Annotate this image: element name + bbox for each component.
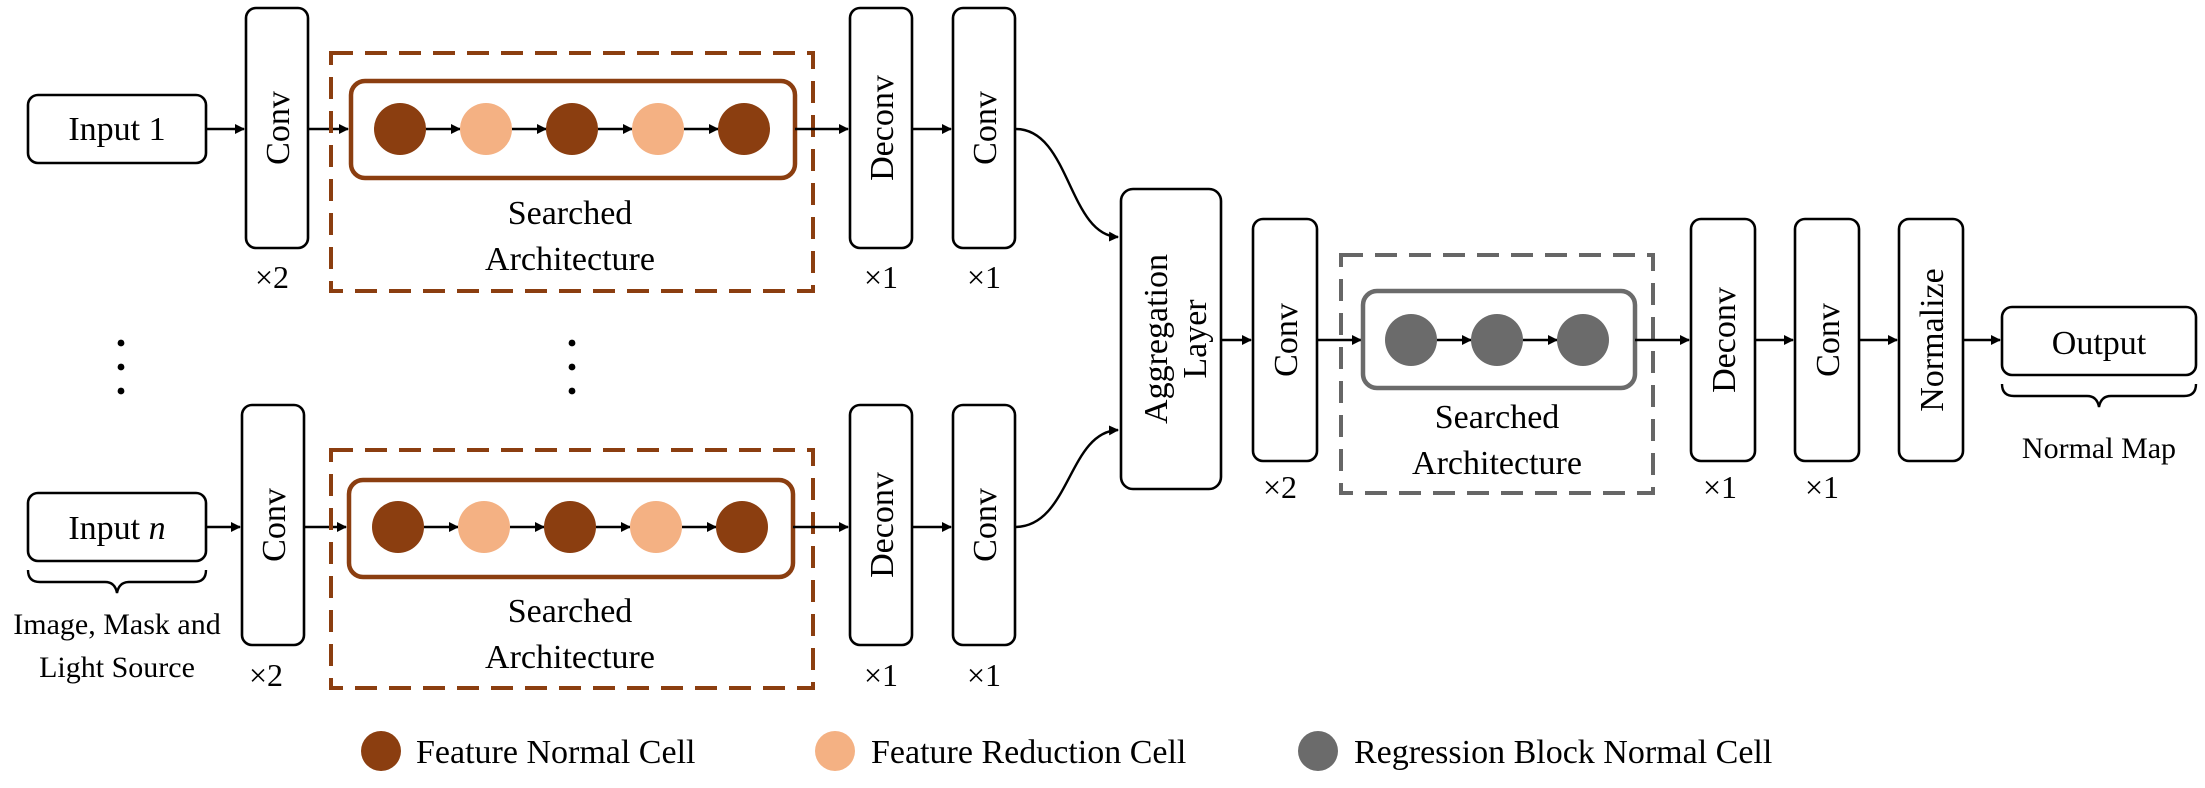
aggregation-layer-label-line1: Aggregation (1138, 254, 1175, 424)
searched-label-mid-line2: Architecture (1412, 445, 1582, 482)
cell-regression-normal (1557, 314, 1609, 366)
searched-label-top-line2: Architecture (485, 241, 655, 278)
legend-swatch-regression-normal (1298, 731, 1338, 771)
conv-bottom-1-label: Conv (256, 488, 293, 562)
bottom-branch: Input n Image, Mask and Light Source Con… (13, 403, 1119, 693)
cell-feature-reduction (460, 103, 512, 155)
input-n-label: Input n (68, 510, 165, 547)
searched-label-mid-line1: Searched (1435, 399, 1560, 436)
legend-label-feature-reduction: Feature Reduction Cell (871, 734, 1186, 771)
deconv-bottom-box (848, 403, 914, 647)
searched-label-top-line1: Searched (508, 195, 633, 232)
cell-regression-normal (1471, 314, 1523, 366)
conv-final-mult: ×1 (1805, 469, 1839, 505)
conv-bottom-2-mult: ×1 (967, 657, 1001, 693)
legend-label-feature-normal: Feature Normal Cell (416, 734, 695, 771)
top-branch: Input 1 Conv ×2 Searched Architecture De… (26, 6, 1119, 295)
deconv-bottom-mult: ×1 (864, 657, 898, 693)
cell-regression-normal (1385, 314, 1437, 366)
cell-feature-reduction (632, 103, 684, 155)
searched-inner-bottom (346, 477, 796, 580)
searched-frame-top (329, 51, 815, 293)
cell-feature-reduction (630, 501, 682, 553)
input-1-label: Input 1 (68, 111, 165, 148)
conv-bottom-2-box (951, 403, 1017, 647)
ellipsis-left (117, 339, 125, 395)
cell-feature-normal (546, 103, 598, 155)
searched-label-bottom-line2: Architecture (485, 639, 655, 676)
searched-frame-mid (1339, 253, 1655, 495)
conv-top-2-label: Conv (967, 91, 1004, 165)
edge-conv-aggregation-top (1014, 127, 1119, 242)
input-n-note-line2: Light Source (39, 651, 195, 684)
output-label: Output (2052, 325, 2147, 362)
input-n-variable: n (149, 510, 166, 547)
output-brace (2000, 383, 2198, 408)
cell-feature-normal (716, 501, 768, 553)
output-box (2000, 305, 2198, 377)
deconv-bottom-label: Deconv (864, 472, 901, 578)
searched-label-bottom-line1: Searched (508, 593, 633, 630)
conv-final-label: Conv (1810, 303, 1847, 377)
conv-mid-label: Conv (1268, 303, 1305, 377)
cell-feature-normal (372, 501, 424, 553)
cell-feature-reduction (458, 501, 510, 553)
legend-swatch-feature-normal (361, 731, 401, 771)
conv-top-1-label: Conv (260, 91, 297, 165)
legend: Feature Normal Cell Feature Reduction Ce… (361, 731, 1772, 771)
input-n-note-line1: Image, Mask and (13, 608, 220, 641)
conv-top-2-mult: ×1 (967, 259, 1001, 295)
input-n-brace (26, 569, 208, 594)
regression-section: Aggregation Layer Conv ×2 Searched Archi… (1119, 187, 2198, 505)
conv-mid-mult: ×2 (1263, 469, 1297, 505)
deconv-top-label: Deconv (864, 75, 901, 181)
edge-conv-aggregation-bottom (1014, 425, 1119, 529)
conv-bottom-1-box (240, 403, 306, 647)
legend-swatch-feature-reduction (815, 731, 855, 771)
ellipsis-middle (568, 339, 576, 395)
deconv-mid-label: Deconv (1706, 287, 1743, 393)
deconv-top-mult: ×1 (864, 259, 898, 295)
legend-label-regression-normal: Regression Block Normal Cell (1354, 734, 1772, 771)
output-note: Normal Map (2022, 432, 2176, 465)
aggregation-layer-label-line2: Layer (1177, 299, 1214, 379)
conv-bottom-1-mult: ×2 (249, 657, 283, 693)
normalize-label: Normalize (1914, 268, 1951, 412)
conv-top-1-mult: ×2 (255, 259, 289, 295)
input-n-prefix: Input (68, 510, 148, 547)
cell-feature-normal (544, 501, 596, 553)
searched-frame-bottom (329, 448, 815, 690)
cell-feature-normal (718, 103, 770, 155)
cell-feature-normal (374, 103, 426, 155)
conv-bottom-2-label: Conv (967, 488, 1004, 562)
deconv-mid-mult: ×1 (1703, 469, 1737, 505)
